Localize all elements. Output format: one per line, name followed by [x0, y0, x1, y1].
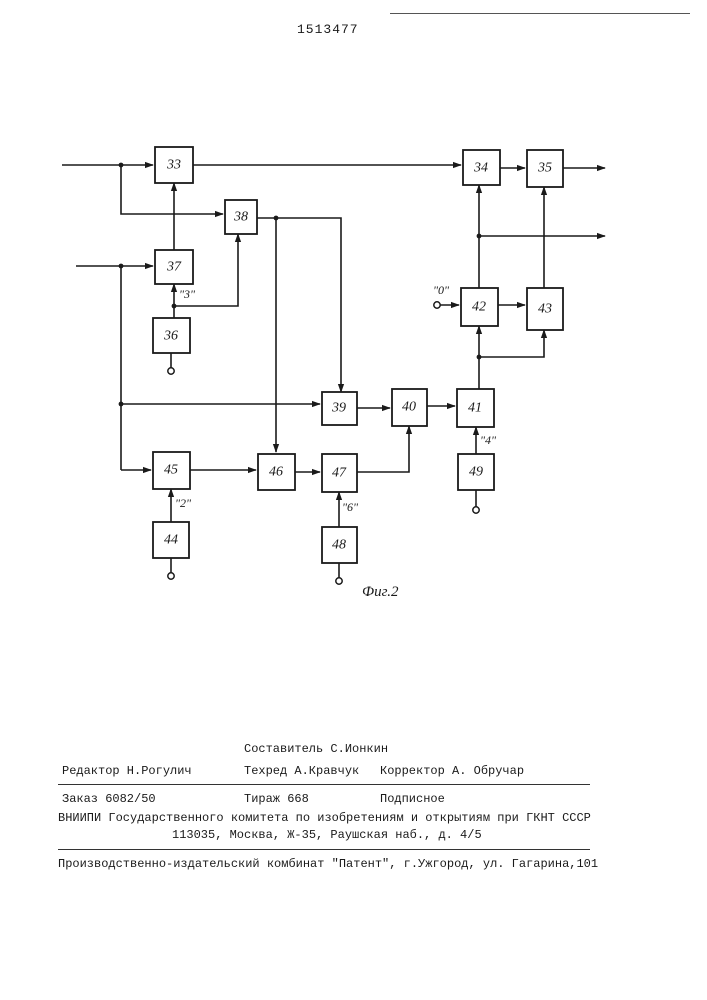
imprint-rule-1: [58, 784, 590, 785]
order-text: Заказ 6082/50: [62, 792, 156, 806]
printer-text: Производственно-издательский комбинат "П…: [58, 857, 598, 871]
editor-text: Редактор Н.Рогулич: [62, 764, 192, 778]
corrector-text: Корректор А. Обручар: [380, 764, 524, 778]
circulation-text: Тираж 668: [244, 792, 309, 806]
subscription-text: Подписное: [380, 792, 445, 806]
compiler-text: Составитель С.Ионкин: [244, 742, 388, 756]
address-text: 113035, Москва, Ж-35, Раушская наб., д. …: [172, 828, 482, 842]
vniipi-text: ВНИИПИ Государственного комитета по изоб…: [58, 811, 591, 825]
techred-text: Техред А.Кравчук: [244, 764, 359, 778]
imprint-rule-2: [58, 849, 590, 850]
